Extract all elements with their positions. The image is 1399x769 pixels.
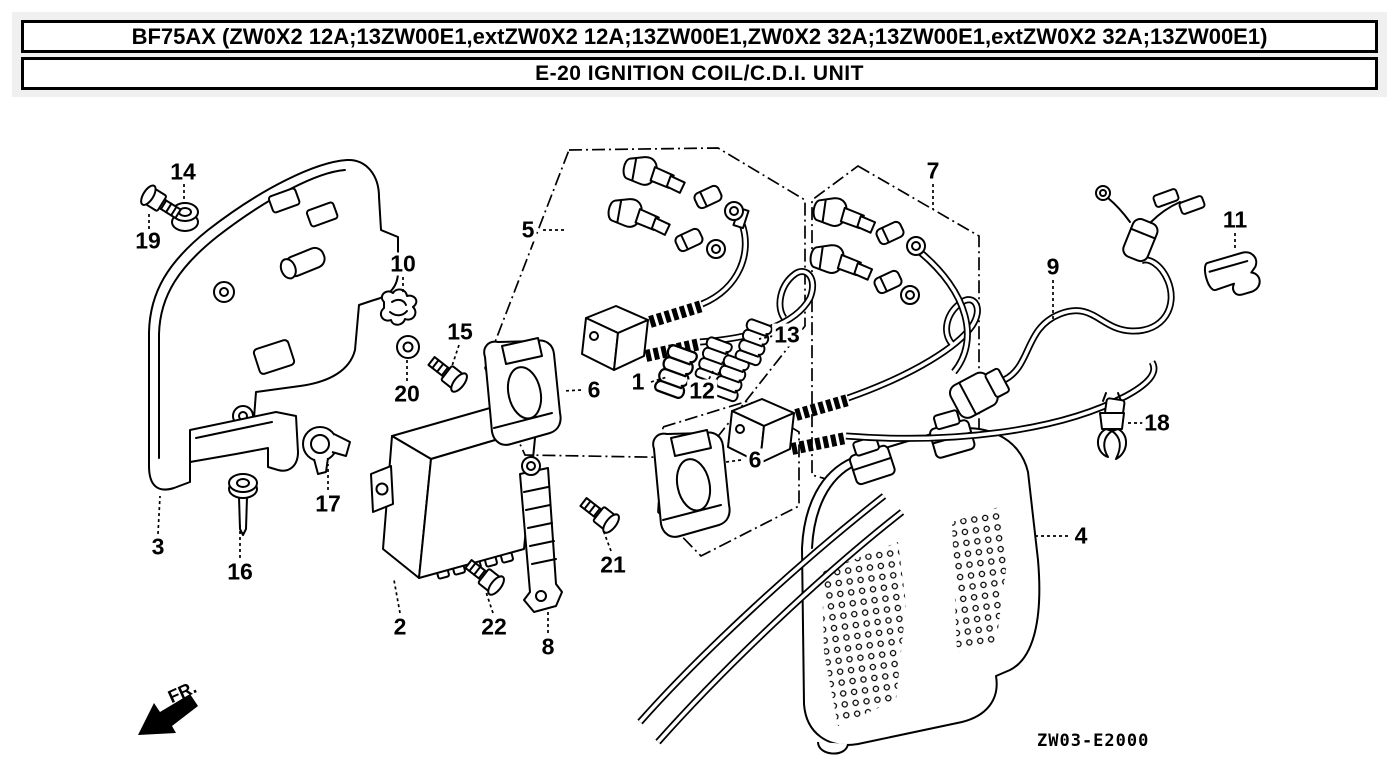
- part-10-clip-drawing: [380, 288, 418, 326]
- part-label-6b[interactable]: 6: [746, 446, 764, 473]
- section-header: E-20 IGNITION COIL/C.D.I. UNIT: [21, 57, 1378, 90]
- part-label-18[interactable]: 18: [1142, 409, 1172, 436]
- part-label-8[interactable]: 8: [539, 633, 557, 660]
- part-8-bracket-drawing: [519, 456, 563, 613]
- part-label-15[interactable]: 15: [445, 318, 475, 345]
- part-label-11[interactable]: 11: [1220, 206, 1250, 233]
- part-7-group-boundary: [657, 164, 980, 558]
- header-band: BF75AX (ZW0X2 12A;13ZW00E1,extZW0X2 12A;…: [12, 12, 1387, 97]
- part-16-screw-drawing: [228, 473, 258, 536]
- part-4-cover-drawing: [801, 406, 1041, 755]
- part-label-12[interactable]: 12: [687, 377, 717, 404]
- part-9-cable-drawing: [948, 185, 1206, 419]
- part-label-14[interactable]: 14: [168, 158, 198, 185]
- part-label-6a[interactable]: 6: [585, 376, 603, 403]
- part-label-9[interactable]: 9: [1044, 253, 1062, 280]
- part-label-22[interactable]: 22: [479, 613, 509, 640]
- leader-lines: [148, 184, 1236, 633]
- part-label-1[interactable]: 1: [629, 368, 647, 395]
- part-label-7[interactable]: 7: [924, 157, 942, 184]
- part-label-19[interactable]: 19: [133, 227, 163, 254]
- part-label-5[interactable]: 5: [519, 216, 537, 243]
- part-label-4[interactable]: 4: [1072, 522, 1090, 549]
- part-label-3[interactable]: 3: [149, 533, 167, 560]
- part-2-cdi-unit-drawing: [370, 405, 537, 580]
- part-label-13[interactable]: 13: [772, 321, 802, 348]
- part-17-clip-drawing: [302, 426, 351, 475]
- fr-direction-arrow: [138, 694, 198, 735]
- part-label-21[interactable]: 21: [598, 551, 628, 578]
- diagram-code: ZW03-E2000: [1037, 731, 1150, 751]
- part-3-mount-case-drawing: [148, 158, 399, 491]
- parts-diagram-drawing: [137, 147, 1261, 755]
- part-label-17[interactable]: 17: [313, 490, 343, 517]
- part-18-clip-drawing: [1097, 392, 1127, 460]
- section-header-text: E-20 IGNITION COIL/C.D.I. UNIT: [535, 61, 864, 85]
- part-label-2[interactable]: 2: [391, 613, 409, 640]
- part-label-16[interactable]: 16: [225, 558, 255, 585]
- part-20-washer-drawing: [396, 335, 420, 359]
- part-label-20[interactable]: 20: [392, 380, 422, 407]
- part-11-clip-drawing: [1203, 251, 1261, 296]
- model-header: BF75AX (ZW0X2 12A;13ZW00E1,extZW0X2 12A;…: [21, 20, 1378, 53]
- part-6-coil-lower-drawing: [652, 394, 850, 538]
- part-label-10[interactable]: 10: [388, 250, 418, 277]
- model-header-text: BF75AX (ZW0X2 12A;13ZW00E1,extZW0X2 12A;…: [131, 23, 1268, 49]
